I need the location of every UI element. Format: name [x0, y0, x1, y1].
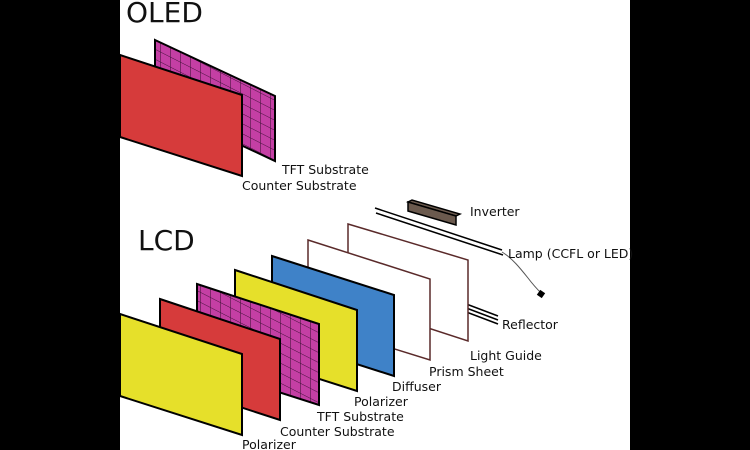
oled-counter-substrate-layer: [119, 53, 243, 178]
label-tft-substrate: TFT Substrate: [316, 409, 404, 424]
label-lamp: Lamp (CCFL or LED): [508, 246, 633, 261]
label-reflector: Reflector: [502, 317, 559, 332]
label-front-polarizer: Polarizer: [242, 437, 297, 450]
label-counter-substrate: Counter Substrate: [280, 424, 395, 439]
label-light-guide: Light Guide: [470, 348, 542, 363]
front-polarizer-layer: [119, 312, 243, 437]
label-back-polarizer: Polarizer: [354, 394, 409, 409]
lamp-tube: [374, 207, 546, 299]
oled-label-counter-substrate: Counter Substrate: [242, 178, 357, 193]
oled-title: OLED: [126, 0, 203, 29]
label-prism-sheet: Prism Sheet: [429, 364, 504, 379]
label-inverter: Inverter: [470, 204, 520, 219]
label-diffuser: Diffuser: [392, 379, 442, 394]
oled-label-tft-substrate: TFT Substrate: [281, 162, 369, 177]
lcd-title: LCD: [138, 224, 195, 257]
inverter-component-body: [407, 201, 457, 226]
